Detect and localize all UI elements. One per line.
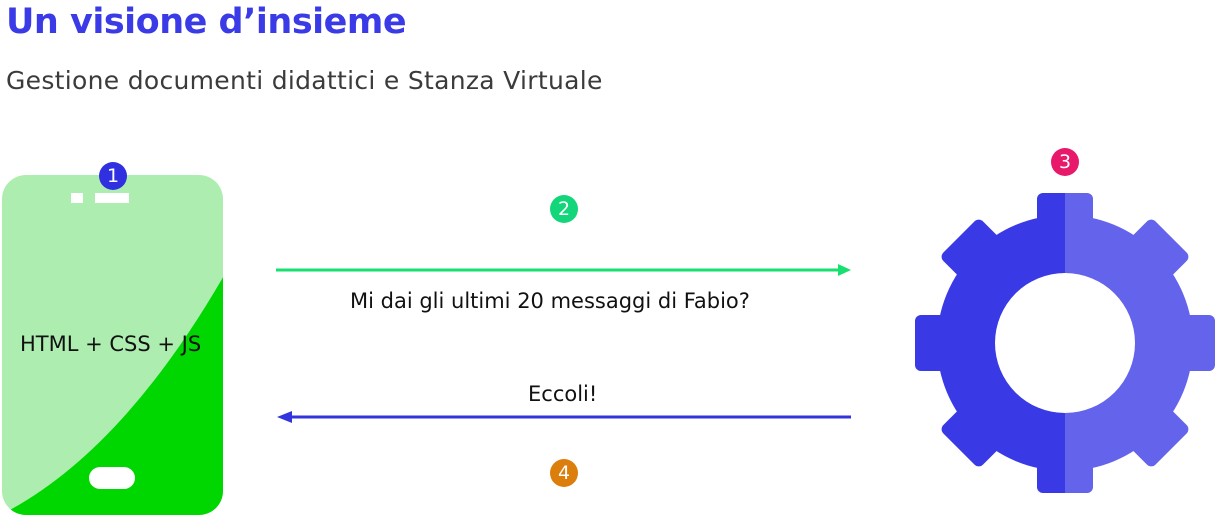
request-arrow-head bbox=[838, 264, 851, 276]
phone-speaker bbox=[95, 193, 129, 203]
gear-tooth bbox=[941, 403, 1005, 467]
step-badge-3: 3 bbox=[1051, 148, 1079, 176]
gear-tooth bbox=[1065, 453, 1093, 493]
page-subtitle: Gestione documenti didattici e Stanza Vi… bbox=[6, 66, 603, 95]
phone-home-button bbox=[89, 467, 135, 489]
phone-camera bbox=[71, 193, 83, 203]
step-badge-1: 1 bbox=[99, 162, 127, 190]
gear-tooth bbox=[1125, 403, 1189, 467]
gear-hole bbox=[995, 273, 1135, 413]
gear-tooth bbox=[1065, 193, 1093, 233]
gear-icon bbox=[915, 193, 1215, 493]
gear-tooth bbox=[1037, 453, 1065, 493]
step-badge-4: 4 bbox=[550, 459, 578, 487]
step-badge-2: 2 bbox=[550, 195, 578, 223]
page-title: Un visione d’insieme bbox=[6, 2, 407, 42]
client-label: HTML + CSS + JS bbox=[20, 332, 202, 356]
phone-icon bbox=[2, 175, 223, 515]
response-arrow-head bbox=[277, 411, 292, 423]
gear-tooth bbox=[1175, 315, 1215, 371]
response-label: Eccoli! bbox=[528, 382, 598, 406]
gear-tooth bbox=[1125, 219, 1189, 283]
request-label: Mi dai gli ultimi 20 messaggi di Fabio? bbox=[350, 289, 750, 313]
phone-shade bbox=[2, 265, 223, 515]
gear-tooth bbox=[1037, 193, 1065, 233]
gear-tooth bbox=[915, 315, 955, 371]
gear-tooth bbox=[941, 219, 1005, 283]
